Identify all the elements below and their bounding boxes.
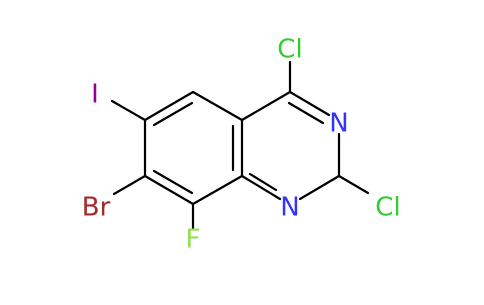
bond-c4a-c5 bbox=[191, 90, 244, 122]
atom-labels: Cl N Cl N I Br F bbox=[82, 35, 401, 255]
bond-n1-c8a-inner bbox=[248, 172, 278, 192]
bond-n1-c8a bbox=[240, 174, 282, 201]
bond-c4a-c4 bbox=[240, 90, 292, 122]
bond-c7-c8 bbox=[143, 174, 195, 206]
bond-c7-br bbox=[112, 174, 147, 196]
atom-n3: N bbox=[329, 109, 348, 139]
atom-cl-right: Cl bbox=[375, 193, 400, 223]
bond-c5-c6 bbox=[143, 90, 195, 122]
atom-br: Br bbox=[82, 193, 111, 223]
bond-c2-n1 bbox=[298, 174, 341, 201]
bond-c6-i bbox=[110, 99, 147, 122]
bond-c4-n3-inner bbox=[287, 101, 325, 125]
bond-c7-c8-inner bbox=[152, 169, 194, 195]
bonds bbox=[110, 60, 370, 230]
bond-c4-n3 bbox=[288, 90, 331, 117]
atom-n1: N bbox=[280, 193, 299, 223]
bond-c2-cl bbox=[337, 174, 370, 195]
atom-i: I bbox=[91, 80, 99, 110]
atom-cl-top: Cl bbox=[277, 35, 302, 65]
atom-f: F bbox=[186, 225, 201, 255]
bond-c5-c6-inner bbox=[152, 101, 194, 127]
bond-c8-c8a bbox=[191, 174, 244, 206]
